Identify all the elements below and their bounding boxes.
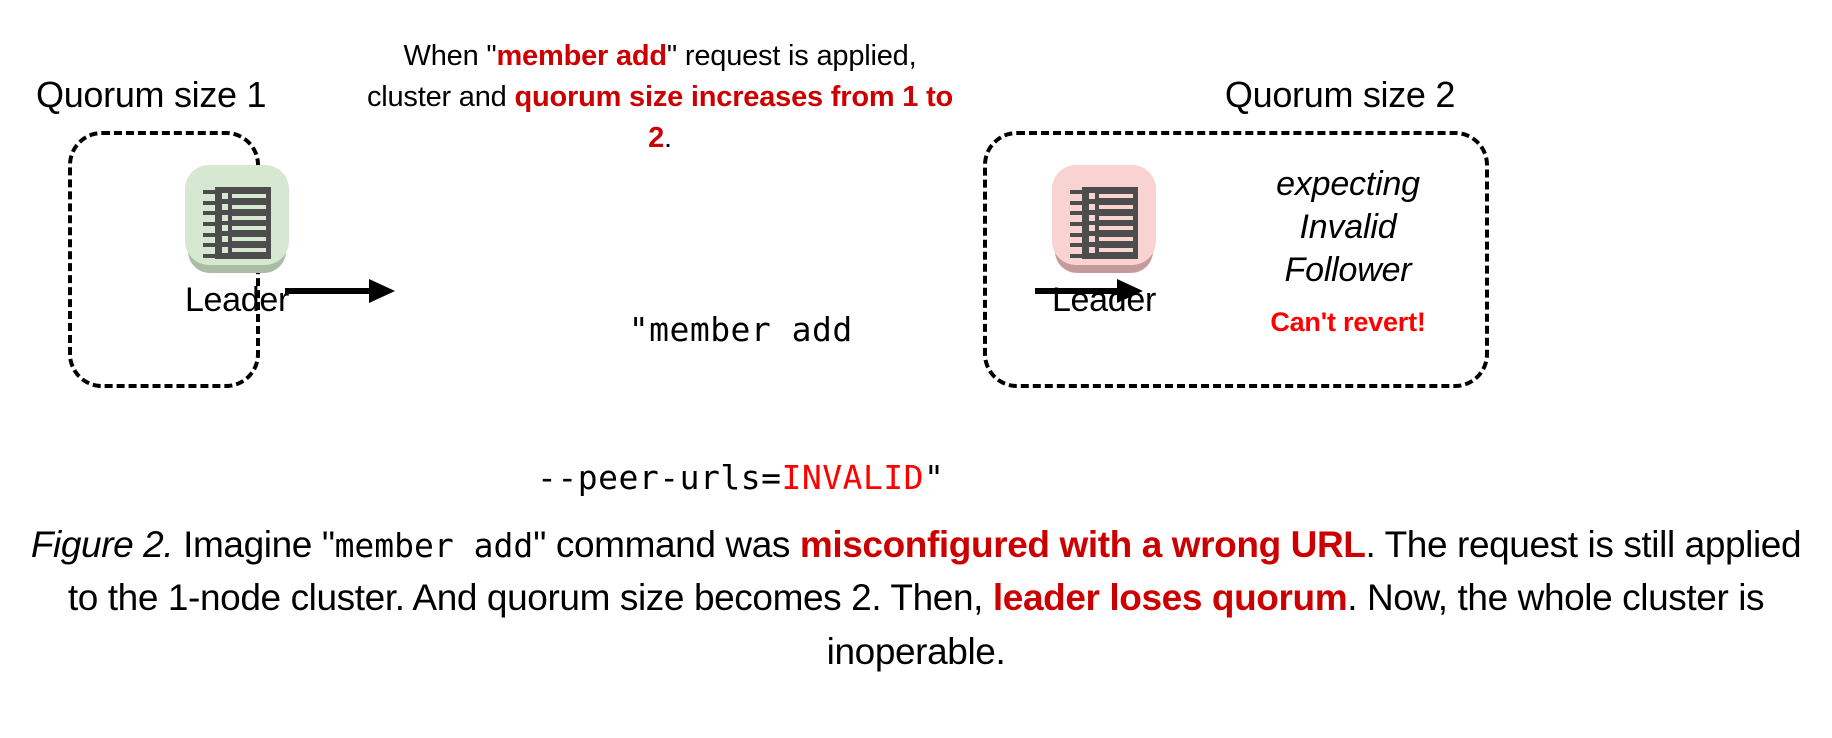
caption-emphasis-1: misconfigured with a wrong URL bbox=[799, 524, 1366, 565]
arrow-right-icon-1 bbox=[285, 279, 395, 303]
server-ledger-icon bbox=[181, 157, 293, 279]
ledger-glyph bbox=[1070, 187, 1138, 259]
top-annotation-text-1: When " bbox=[403, 40, 497, 72]
follower-status-block: expecting Invalid Follower Can't revert! bbox=[1225, 163, 1471, 338]
top-annotation: When "member add" request is applied, cl… bbox=[360, 36, 960, 160]
status-line-3: Follower bbox=[1284, 250, 1412, 289]
caption-part-3: . The request is still applied to the 1-… bbox=[67, 524, 1802, 619]
right-cluster-box: Leader expecting Invalid Follower Can't … bbox=[983, 131, 1489, 388]
command-text: "member add --peer-urls=INVALID" bbox=[430, 255, 970, 552]
command-line-2-prefix: --peer-urls= bbox=[537, 458, 782, 497]
figure-caption: Figure 2. Imagine "member add" command w… bbox=[20, 518, 1812, 678]
right-cluster-title: Quorum size 2 bbox=[1224, 74, 1456, 115]
left-cluster-title: Quorum size 1 bbox=[36, 74, 267, 115]
ledger-rows bbox=[1089, 193, 1133, 253]
ledger-rings bbox=[1070, 190, 1084, 258]
status-line-1: expecting bbox=[1276, 165, 1420, 203]
left-cluster-box: Leader bbox=[68, 131, 289, 388]
ledger-rows bbox=[222, 193, 266, 253]
caption-figure-label: Figure 2. bbox=[30, 524, 174, 565]
icon-tile bbox=[185, 165, 289, 265]
ledger-glyph bbox=[203, 187, 271, 259]
top-annotation-command: member add bbox=[496, 40, 667, 72]
left-leader-label: Leader bbox=[184, 281, 290, 319]
command-line-2-suffix: " bbox=[924, 458, 945, 497]
ledger-rings bbox=[203, 190, 217, 258]
caption-mono-command: member add bbox=[334, 526, 534, 565]
server-ledger-icon bbox=[1048, 157, 1160, 279]
cannot-revert-warning: Can't revert! bbox=[1270, 307, 1426, 338]
arrow-right-icon-2 bbox=[1035, 279, 1143, 303]
caption-part-4: . Now, the whole cluster is inoperable. bbox=[826, 577, 1765, 672]
left-leader-node: Leader bbox=[162, 157, 312, 317]
caption-emphasis-2: leader loses quorum bbox=[992, 577, 1348, 619]
command-line-1: "member add bbox=[628, 309, 853, 349]
top-annotation-text-3: . bbox=[664, 122, 672, 155]
top-annotation-emphasis: quorum size increases from 1 to 2 bbox=[514, 81, 954, 155]
right-leader-label: Leader bbox=[1051, 281, 1157, 319]
caption-part-1: Imagine " bbox=[173, 524, 335, 565]
right-leader-node: Leader bbox=[1029, 157, 1179, 317]
command-line-2-value: INVALID bbox=[781, 458, 925, 497]
top-annotation-text-2: " request is applied, cluster and bbox=[366, 40, 917, 114]
icon-tile bbox=[1052, 165, 1156, 265]
status-line-2: Invalid bbox=[1299, 207, 1397, 246]
caption-part-2: " command was bbox=[533, 524, 800, 565]
